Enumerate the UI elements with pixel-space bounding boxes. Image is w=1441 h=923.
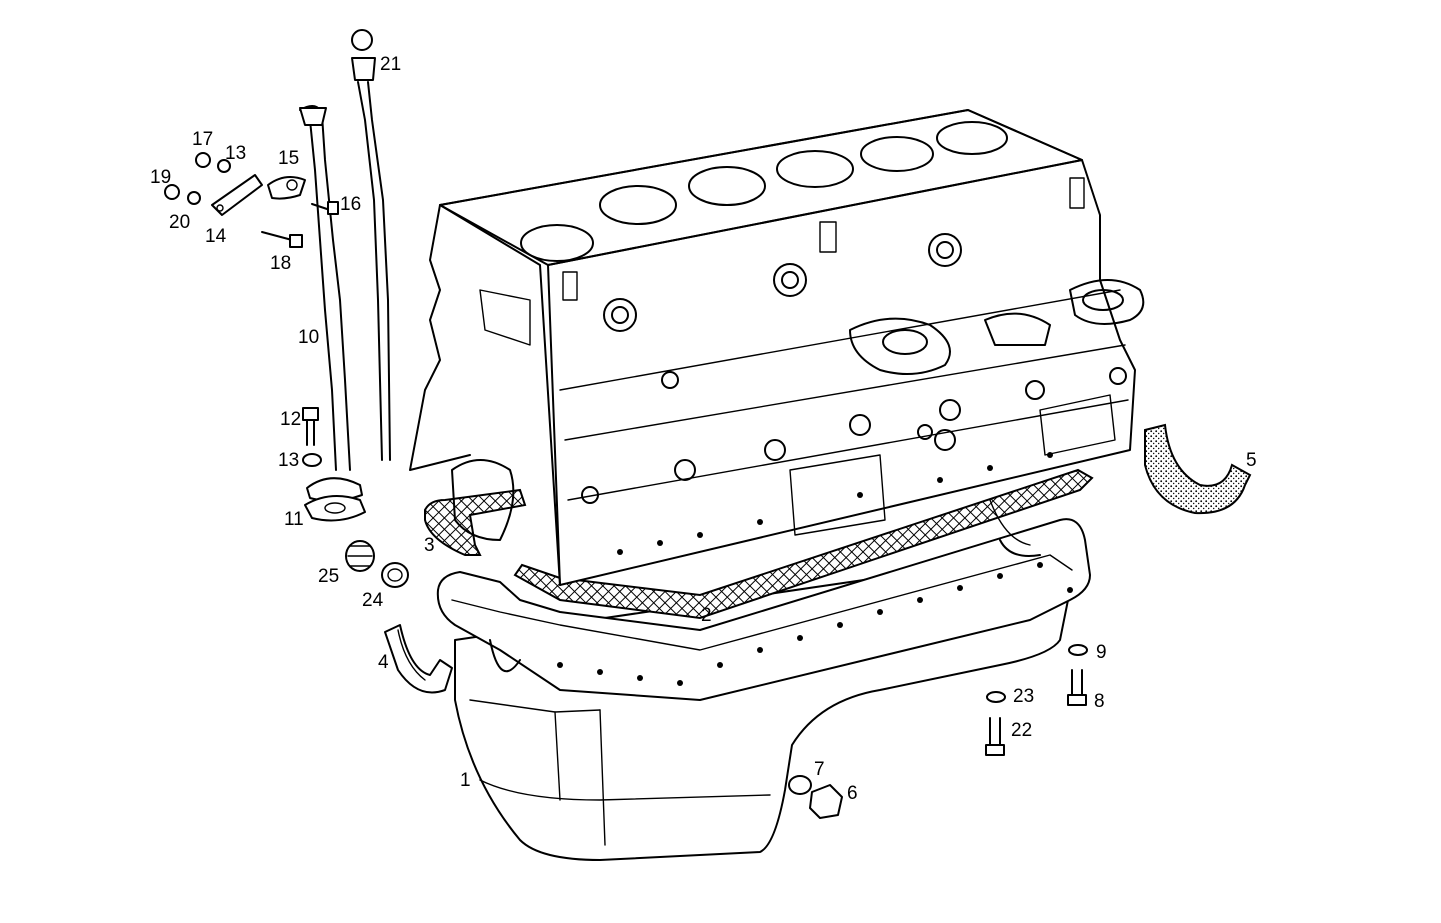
callout-14: 14 xyxy=(205,226,227,247)
callout-19: 19 xyxy=(150,167,171,188)
callout-15: 15 xyxy=(278,148,299,169)
callout-23: 23 xyxy=(1013,686,1034,707)
callout-12: 12 xyxy=(280,409,301,430)
dipstick-tube xyxy=(299,105,363,502)
clamp-screw xyxy=(311,201,339,215)
oil-pan-gasket xyxy=(513,468,1094,620)
pan-bolt-8 xyxy=(1067,669,1087,706)
callout-2: 2 xyxy=(701,605,712,626)
callout-13-lower: 13 xyxy=(278,450,299,471)
nut-19 xyxy=(164,184,180,200)
callout-labels: 1 2 3 4 5 6 7 8 9 10 11 12 13 13 14 15 1… xyxy=(150,54,1257,804)
callout-1: 1 xyxy=(460,770,471,791)
front-seal-segment xyxy=(384,624,453,694)
callout-21: 21 xyxy=(380,54,401,75)
dipstick xyxy=(351,29,391,461)
tube-flange-gasket xyxy=(304,495,366,522)
rear-seal-segment xyxy=(1144,423,1252,515)
callout-8: 8 xyxy=(1094,691,1105,712)
drain-washer xyxy=(788,775,812,795)
callout-17: 17 xyxy=(192,129,213,150)
callout-11: 11 xyxy=(284,509,304,530)
end-seal-gasket xyxy=(424,488,527,556)
pan-washer-23 xyxy=(986,691,1006,703)
oil-pan xyxy=(436,518,1091,861)
flange-washer xyxy=(302,453,322,467)
callout-9: 9 xyxy=(1096,642,1107,663)
flange-bolt xyxy=(302,407,319,446)
washer-20 xyxy=(187,191,201,205)
engine-block xyxy=(409,109,1145,586)
callout-5: 5 xyxy=(1246,450,1257,471)
callout-13-upper: 13 xyxy=(225,143,246,164)
washer-13 xyxy=(217,159,231,173)
callout-6: 6 xyxy=(847,783,858,804)
callout-4: 4 xyxy=(378,652,389,673)
hose-clamp xyxy=(381,562,409,588)
threaded-plug xyxy=(345,540,375,572)
nut-17 xyxy=(195,152,211,168)
bracket-plate xyxy=(211,174,263,216)
callout-3: 3 xyxy=(424,535,435,556)
callout-10: 10 xyxy=(298,327,319,348)
callout-18: 18 xyxy=(270,253,291,274)
callout-16: 16 xyxy=(340,194,361,215)
callout-20: 20 xyxy=(169,212,190,233)
callout-24: 24 xyxy=(362,590,384,611)
pan-washer-9 xyxy=(1068,644,1088,656)
bracket-bolt xyxy=(261,231,303,248)
callout-25: 25 xyxy=(318,566,339,587)
callout-7: 7 xyxy=(814,759,825,780)
drain-plug xyxy=(809,784,843,819)
tube-clamp xyxy=(267,175,306,200)
callout-22: 22 xyxy=(1011,720,1032,741)
pan-bolt-22 xyxy=(985,717,1005,756)
